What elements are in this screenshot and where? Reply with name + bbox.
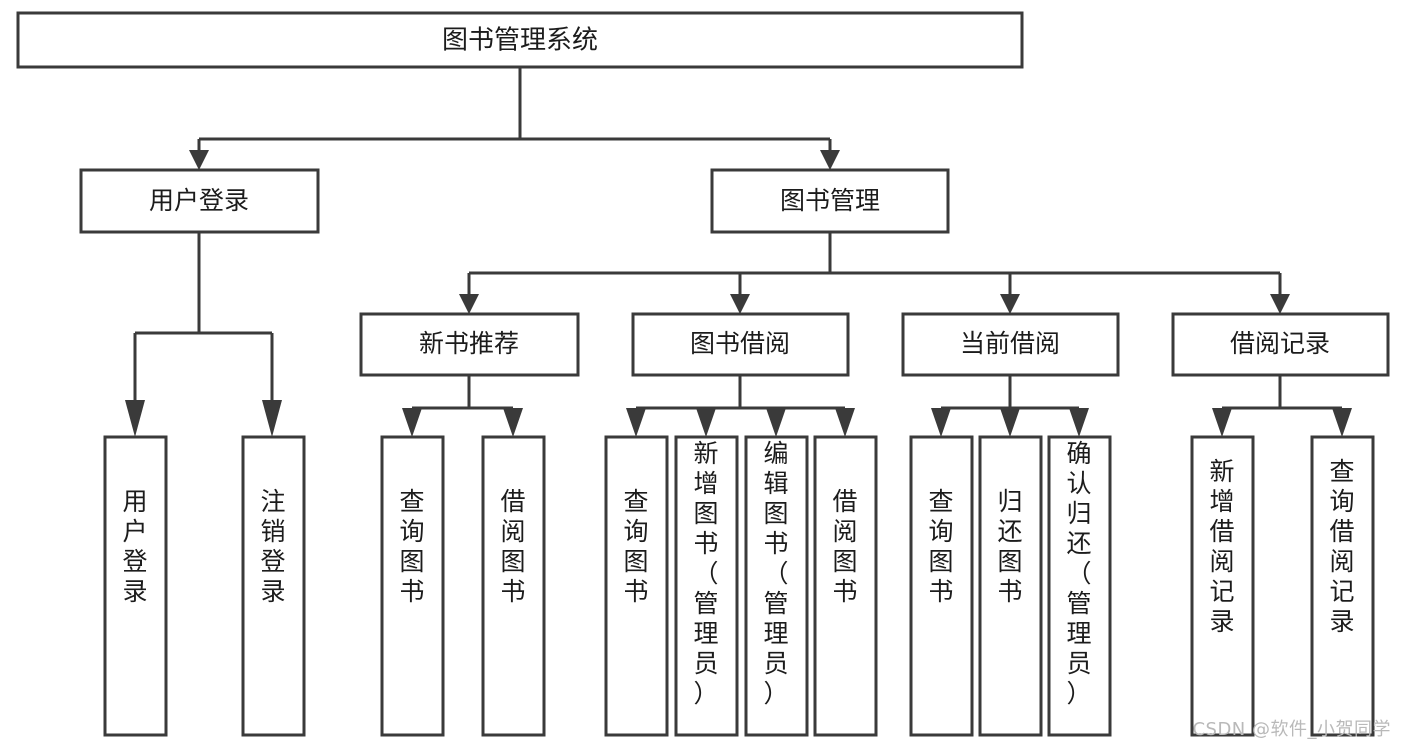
arrow-head-leaf-user-login (125, 400, 145, 437)
node-borrow-record-label: 借阅记录 (1230, 329, 1330, 358)
arrow-head-leaf-add-book (696, 408, 716, 437)
csdn-watermark: CSDN @软件_小贺同学 (1192, 719, 1391, 740)
leaf-return-book-box[interactable] (978, 435, 1043, 737)
leaf-add-book-box[interactable] (674, 435, 739, 737)
leaf-user-logout-box[interactable] (241, 435, 306, 737)
leaf-query-book-2-box[interactable] (604, 435, 669, 737)
arrow-head-leaf-confirm-return (1069, 408, 1089, 437)
leaf-query-book-3-label: 查询图书 (928, 487, 953, 606)
node-root-box[interactable] (16, 11, 1024, 69)
arrow-head-leaf-query-book-2 (626, 408, 646, 437)
node-user-login-box[interactable] (79, 168, 320, 234)
leaf-query-book-1-box[interactable] (380, 435, 445, 737)
arrow-head-leaf-user-logout (262, 400, 282, 437)
leaf-query-book-2[interactable]: 查询图书 (604, 435, 669, 737)
node-user-login[interactable]: 用户登录 (79, 168, 320, 234)
leaf-query-book-3[interactable]: 查询图书 (909, 435, 974, 737)
leaf-add-book-label: 新增图书（管理员） (693, 439, 718, 708)
leaf-user-login-label: 用户登录 (122, 487, 147, 606)
node-book-borrow[interactable]: 图书借阅 (631, 312, 850, 377)
leaf-edit-book-box[interactable] (744, 435, 809, 737)
leaf-user-login[interactable]: 用户登录 (103, 435, 168, 737)
leaf-query-book-1[interactable]: 查询图书 (380, 435, 445, 737)
leaf-borrow-book-2-label: 借阅图书 (832, 487, 857, 606)
leaf-confirm-return-label: 确认归还（管理员） (1066, 439, 1091, 708)
leaf-query-book-3-box[interactable] (909, 435, 974, 737)
arrow-head-leaf-edit-book (766, 408, 786, 437)
node-book-borrow-box[interactable] (631, 312, 850, 377)
leaf-borrow-book-1-box[interactable] (481, 435, 546, 737)
arrow-head-leaf-borrow-book-2 (835, 408, 855, 437)
leaf-borrow-book-1[interactable]: 借阅图书 (481, 435, 546, 737)
node-book-management-box[interactable] (710, 168, 950, 234)
node-book-borrow-label: 图书借阅 (690, 329, 790, 358)
arrow-head-current-borrow (1000, 294, 1020, 314)
node-user-login-label: 用户登录 (149, 186, 249, 215)
leaf-user-logout[interactable]: 注销登录 (241, 435, 306, 737)
leaf-add-record-box[interactable] (1190, 435, 1255, 737)
arrow-head-user-login (189, 150, 209, 170)
leaf-return-book[interactable]: 归还图书 (978, 435, 1043, 737)
node-current-borrow-label: 当前借阅 (960, 329, 1060, 358)
arrow-head-leaf-borrow-book-1 (503, 408, 523, 437)
node-new-book-recommend-box[interactable] (359, 312, 580, 377)
leaf-query-book-2-label: 查询图书 (623, 487, 648, 606)
node-book-management-label: 图书管理 (780, 186, 880, 215)
leaf-confirm-return-box[interactable] (1047, 435, 1112, 737)
arrow-head-book-management (820, 150, 840, 170)
leaf-borrow-book-1-label: 借阅图书 (500, 487, 525, 606)
leaf-return-book-label: 归还图书 (997, 487, 1022, 606)
leaf-user-logout-label: 注销登录 (260, 487, 285, 606)
leaf-borrow-book-2[interactable]: 借阅图书 (813, 435, 878, 737)
node-root-label: 图书管理系统 (442, 26, 598, 56)
leaf-query-book-1-label: 查询图书 (399, 487, 424, 606)
node-borrow-record-box[interactable] (1171, 312, 1390, 377)
leaf-borrow-book-2-box[interactable] (813, 435, 878, 737)
arrow-head-book-borrow (730, 294, 750, 314)
arrow-head-leaf-return-book (1000, 408, 1020, 437)
arrow-head-leaf-query-record (1332, 408, 1352, 437)
leaf-add-record[interactable]: 新增借阅记录 (1190, 435, 1255, 737)
leaf-add-record-label: 新增借阅记录 (1209, 457, 1234, 636)
leaf-query-record-label: 查询借阅记录 (1329, 457, 1354, 636)
node-book-management[interactable]: 图书管理 (710, 168, 950, 234)
leaf-query-record-box[interactable] (1310, 435, 1375, 737)
leaf-add-book[interactable]: 新增图书（管理员） (674, 435, 739, 737)
node-root[interactable]: 图书管理系统 (16, 11, 1024, 69)
leaf-confirm-return[interactable]: 确认归还（管理员） (1047, 435, 1112, 737)
leaf-user-login-box[interactable] (103, 435, 168, 737)
node-borrow-record[interactable]: 借阅记录 (1171, 312, 1390, 377)
arrow-head-leaf-add-record (1212, 408, 1232, 437)
node-current-borrow[interactable]: 当前借阅 (901, 312, 1120, 377)
leaf-query-record[interactable]: 查询借阅记录 (1310, 435, 1375, 737)
edge-layer (125, 67, 1352, 437)
arrow-head-borrow-record (1270, 294, 1290, 314)
node-current-borrow-box[interactable] (901, 312, 1120, 377)
node-new-book-recommend[interactable]: 新书推荐 (359, 312, 580, 377)
node-new-book-recommend-label: 新书推荐 (419, 329, 519, 358)
arrow-head-leaf-query-book-3 (931, 408, 951, 437)
arrow-head-new-book-recommend (459, 294, 479, 314)
leaf-edit-book-label: 编辑图书（管理员） (763, 439, 788, 708)
leaf-edit-book[interactable]: 编辑图书（管理员） (744, 435, 809, 737)
arrow-head-leaf-query-book-1 (402, 408, 422, 437)
